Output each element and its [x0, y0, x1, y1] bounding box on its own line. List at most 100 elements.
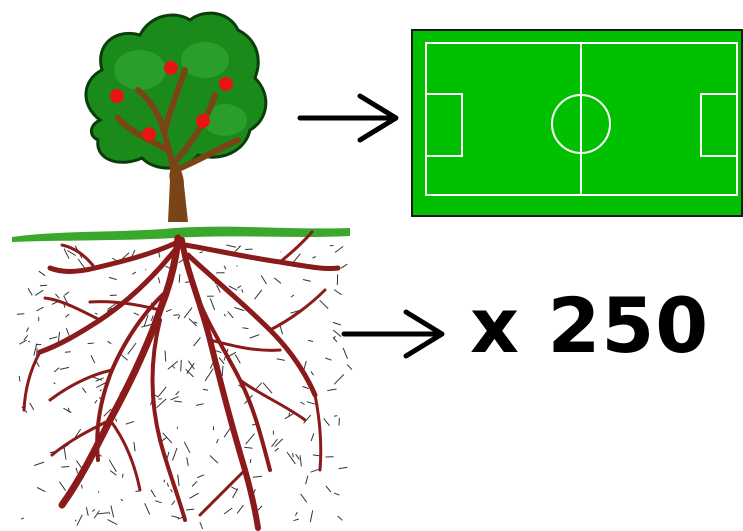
root-hair	[76, 514, 83, 526]
root-hair	[284, 412, 295, 420]
root-hair	[310, 468, 320, 473]
root-hair	[193, 337, 201, 347]
root-hair	[115, 418, 117, 422]
root-hair	[274, 438, 284, 448]
root-hair	[171, 515, 180, 519]
root-hair	[312, 256, 317, 259]
root-hair	[36, 487, 46, 493]
fruit	[142, 127, 156, 141]
root-hair	[319, 299, 329, 309]
root-hair	[120, 498, 124, 502]
root-hair	[323, 418, 330, 427]
root-hair	[93, 376, 102, 381]
root-hair	[216, 438, 219, 444]
root-hair	[252, 475, 263, 478]
root-hair	[107, 519, 118, 526]
root-hair	[34, 461, 45, 466]
fruit	[164, 61, 178, 75]
root-hair	[157, 277, 161, 284]
root-hair	[195, 403, 204, 406]
root-hair	[234, 307, 245, 312]
root-hair	[23, 334, 29, 341]
arrow-right-icon	[341, 309, 445, 359]
root-hair	[262, 382, 273, 394]
root-hair	[306, 401, 316, 405]
pitch-outer	[411, 29, 743, 217]
root-hair	[273, 277, 282, 284]
root-hair	[260, 275, 267, 285]
root-hair	[167, 360, 179, 370]
root-hair	[186, 457, 189, 466]
root-hair	[332, 321, 342, 326]
root-hair	[150, 489, 156, 498]
root-hair	[186, 508, 195, 511]
root-hair	[34, 289, 44, 296]
root-hair	[226, 244, 237, 248]
root-hair	[81, 484, 83, 489]
root-hair	[75, 460, 82, 469]
root-hair	[55, 293, 60, 299]
root-hair	[274, 447, 279, 452]
root-hair	[74, 519, 77, 522]
root-hair	[27, 287, 33, 296]
root-hair	[157, 386, 167, 398]
root-hair	[125, 421, 135, 425]
root-hair	[187, 360, 195, 370]
root-hair	[65, 313, 70, 318]
root-hair	[290, 294, 295, 298]
root-hair	[91, 509, 96, 512]
root-hair	[75, 467, 79, 474]
root-hair	[67, 250, 76, 256]
arrow-right-icon	[297, 93, 399, 143]
root-hair	[307, 339, 314, 342]
root-hair	[178, 274, 181, 283]
root-hair	[209, 298, 216, 311]
root-hair	[165, 308, 172, 313]
root-hair	[33, 343, 38, 356]
root-hair	[175, 390, 180, 396]
pitch-right-penalty-box	[700, 93, 738, 157]
root-hair	[172, 447, 178, 461]
root-hair	[202, 388, 209, 391]
root-hair	[131, 271, 137, 275]
root-hair	[133, 441, 136, 452]
root-hair	[294, 511, 298, 516]
root-hair	[332, 336, 338, 343]
root-hair	[249, 334, 260, 339]
root-hair	[333, 415, 338, 417]
root-hair	[172, 365, 176, 369]
football-pitch-icon	[411, 29, 743, 217]
root-hair	[74, 428, 82, 438]
root-hairs	[16, 244, 353, 530]
root-hair	[103, 408, 112, 417]
root-hair	[177, 474, 180, 487]
root-hair	[143, 314, 149, 327]
root-hair	[188, 318, 197, 327]
root-hair	[303, 414, 312, 424]
root-hair	[25, 327, 30, 332]
tree-fruits	[110, 61, 233, 141]
root-hair	[19, 339, 27, 345]
root-hair	[183, 441, 191, 454]
root-hair	[27, 340, 31, 343]
root-hair	[228, 351, 237, 357]
root-hair	[309, 510, 314, 523]
root-hair	[346, 364, 353, 371]
root-hair	[127, 342, 137, 355]
root-hair	[299, 455, 302, 467]
root-hair	[191, 480, 198, 487]
root-hair	[292, 453, 294, 458]
multiplier-text: x 250	[470, 281, 710, 370]
root-hair	[57, 331, 61, 343]
root-hair	[85, 507, 89, 516]
root-hair	[65, 328, 70, 336]
root-hair	[255, 382, 263, 390]
root-hair	[237, 285, 242, 289]
root-hair	[254, 289, 263, 300]
root-hair	[154, 500, 162, 504]
fruit	[196, 114, 210, 128]
root-hair	[18, 376, 21, 382]
root-hair	[97, 491, 100, 493]
root-hair	[170, 395, 179, 401]
root-hair	[64, 291, 70, 296]
